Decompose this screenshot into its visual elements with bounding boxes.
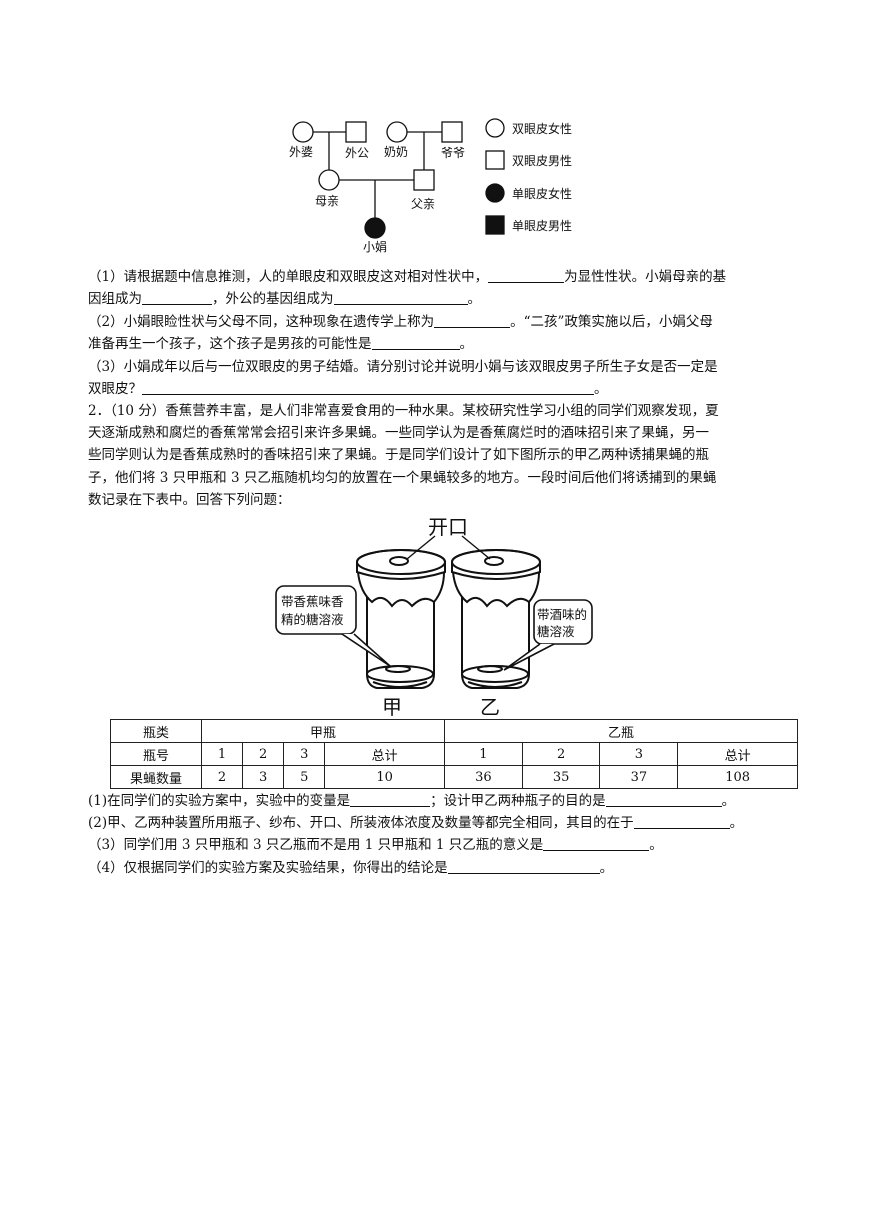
legend-filled-circle	[485, 183, 505, 203]
fruit-fly-trap-figure: 开口 带香蕉味香 精的糖溶液 带酒味的 糖溶液 甲 乙	[275, 515, 593, 718]
table-cell: 35	[521, 765, 601, 789]
label-grandpa-maternal: 外公	[345, 146, 369, 160]
answer-blank[interactable]	[434, 313, 511, 328]
legend-filled-square	[485, 215, 505, 235]
table-cell: 总计	[324, 742, 446, 766]
answer-blank[interactable]	[142, 380, 594, 396]
table-cell: 1	[444, 742, 523, 766]
table-cell: 37	[599, 765, 679, 789]
father-symbol	[413, 169, 435, 191]
label-grandma-paternal: 奶奶	[384, 145, 408, 159]
jar-b	[451, 549, 541, 689]
jar-b-label: 乙	[480, 695, 500, 718]
label-grandma-maternal: 外婆	[289, 145, 313, 159]
q1-part3: （3）小娟成年以后与一位双眼皮的男子结婚。请分别讨论并说明小娟与该双眼皮男子所生…	[88, 359, 718, 398]
table-header-cell: 果蝇数量	[110, 765, 202, 789]
label-mother: 母亲	[315, 194, 339, 208]
figure-opening-label: 开口	[428, 515, 468, 539]
right-callout-box	[533, 599, 593, 645]
grandma-maternal-symbol	[292, 121, 314, 143]
jar-a-label: 甲	[382, 695, 402, 718]
legend-label-2: 双眼皮男性	[512, 154, 572, 168]
label-grandpa-paternal: 爷爷	[441, 146, 465, 160]
legend-open-square	[485, 150, 505, 170]
answer-blank[interactable]	[488, 268, 565, 283]
table-cell: 3	[599, 742, 679, 766]
table-cell: 2	[200, 765, 244, 789]
table-cell: 108	[677, 765, 798, 789]
label-child: 小娟	[363, 240, 387, 253]
fruit-fly-count-table: 瓶类 甲瓶 乙瓶 瓶号 1 2 3 总计 1 2 3 总计 果蝇数量 2 3 5…	[110, 719, 798, 789]
table-cell: 10	[324, 765, 446, 789]
table-cell: 总计	[677, 742, 798, 766]
table-row: 果蝇数量 2 3 5 10 36 35 37 108	[110, 765, 798, 789]
table-cell: 2	[242, 742, 285, 766]
left-callout-text-1: 带香蕉味香	[281, 594, 344, 609]
table-header-cell: 甲瓶	[200, 719, 446, 743]
right-callout-text-2: 糖溶液	[537, 624, 575, 639]
table-cell: 1	[200, 742, 244, 766]
answer-blank[interactable]	[447, 859, 600, 874]
table-cell: 36	[444, 765, 523, 789]
table-header-cell: 乙瓶	[444, 719, 798, 743]
grandpa-paternal-symbol	[441, 121, 463, 143]
mother-symbol	[318, 169, 340, 191]
q1-part2: （2）小娟眼睑性状与父母不同，这种现象在遗传学上称为。“二孩”政策实施以后，小娟…	[88, 313, 713, 353]
table-row: 瓶号 1 2 3 总计 1 2 3 总计	[110, 742, 798, 766]
grandpa-maternal-symbol	[345, 121, 367, 143]
legend-label-1: 双眼皮女性	[512, 121, 572, 136]
table-header-cell: 瓶类	[110, 719, 202, 743]
table-cell: 3	[242, 765, 285, 789]
answer-blank[interactable]	[142, 290, 212, 306]
table-header-cell: 瓶号	[110, 742, 202, 766]
jar-a	[356, 549, 446, 689]
grandma-paternal-symbol	[386, 121, 408, 143]
pedigree-diagram: 外婆 外公 奶奶 爷爷 母亲 父亲 小娟 双眼皮女性 双眼皮男性 单眼皮女性 单…	[289, 118, 572, 253]
table-cell: 2	[521, 742, 601, 766]
q2-intro: 2．（10 分）香蕉营养丰富，是人们非常喜爱食用的一种水果。某校研究性学习小组的…	[88, 403, 719, 508]
answer-blank[interactable]	[333, 290, 468, 306]
left-callout-box	[275, 585, 357, 635]
legend-label-3: 单眼皮女性	[512, 186, 572, 201]
q1-part1: （1）请根据题中信息推测，人的单眼皮和双眼皮这对相对性状中，为显性性状。小娟母亲…	[88, 268, 727, 308]
table-row: 瓶类 甲瓶 乙瓶	[110, 719, 798, 743]
legend-label-4: 单眼皮男性	[512, 219, 572, 233]
right-callout-text-1: 带酒味的	[537, 607, 587, 622]
answer-blank[interactable]	[350, 792, 431, 807]
table-cell: 3	[283, 742, 326, 766]
table-cell: 5	[283, 765, 326, 789]
label-father: 父亲	[411, 197, 435, 211]
answer-blank[interactable]	[605, 792, 722, 807]
answer-blank[interactable]	[633, 814, 730, 830]
left-callout-text-2: 精的糖溶液	[281, 612, 344, 627]
legend-open-circle	[485, 118, 505, 138]
child-symbol	[364, 217, 386, 239]
q2-questions: (1)在同学们的实验方案中，实验中的变量是；设计甲乙两种瓶子的目的是。 (2)甲…	[88, 792, 744, 876]
answer-blank[interactable]	[371, 335, 460, 351]
answer-blank[interactable]	[543, 836, 650, 852]
